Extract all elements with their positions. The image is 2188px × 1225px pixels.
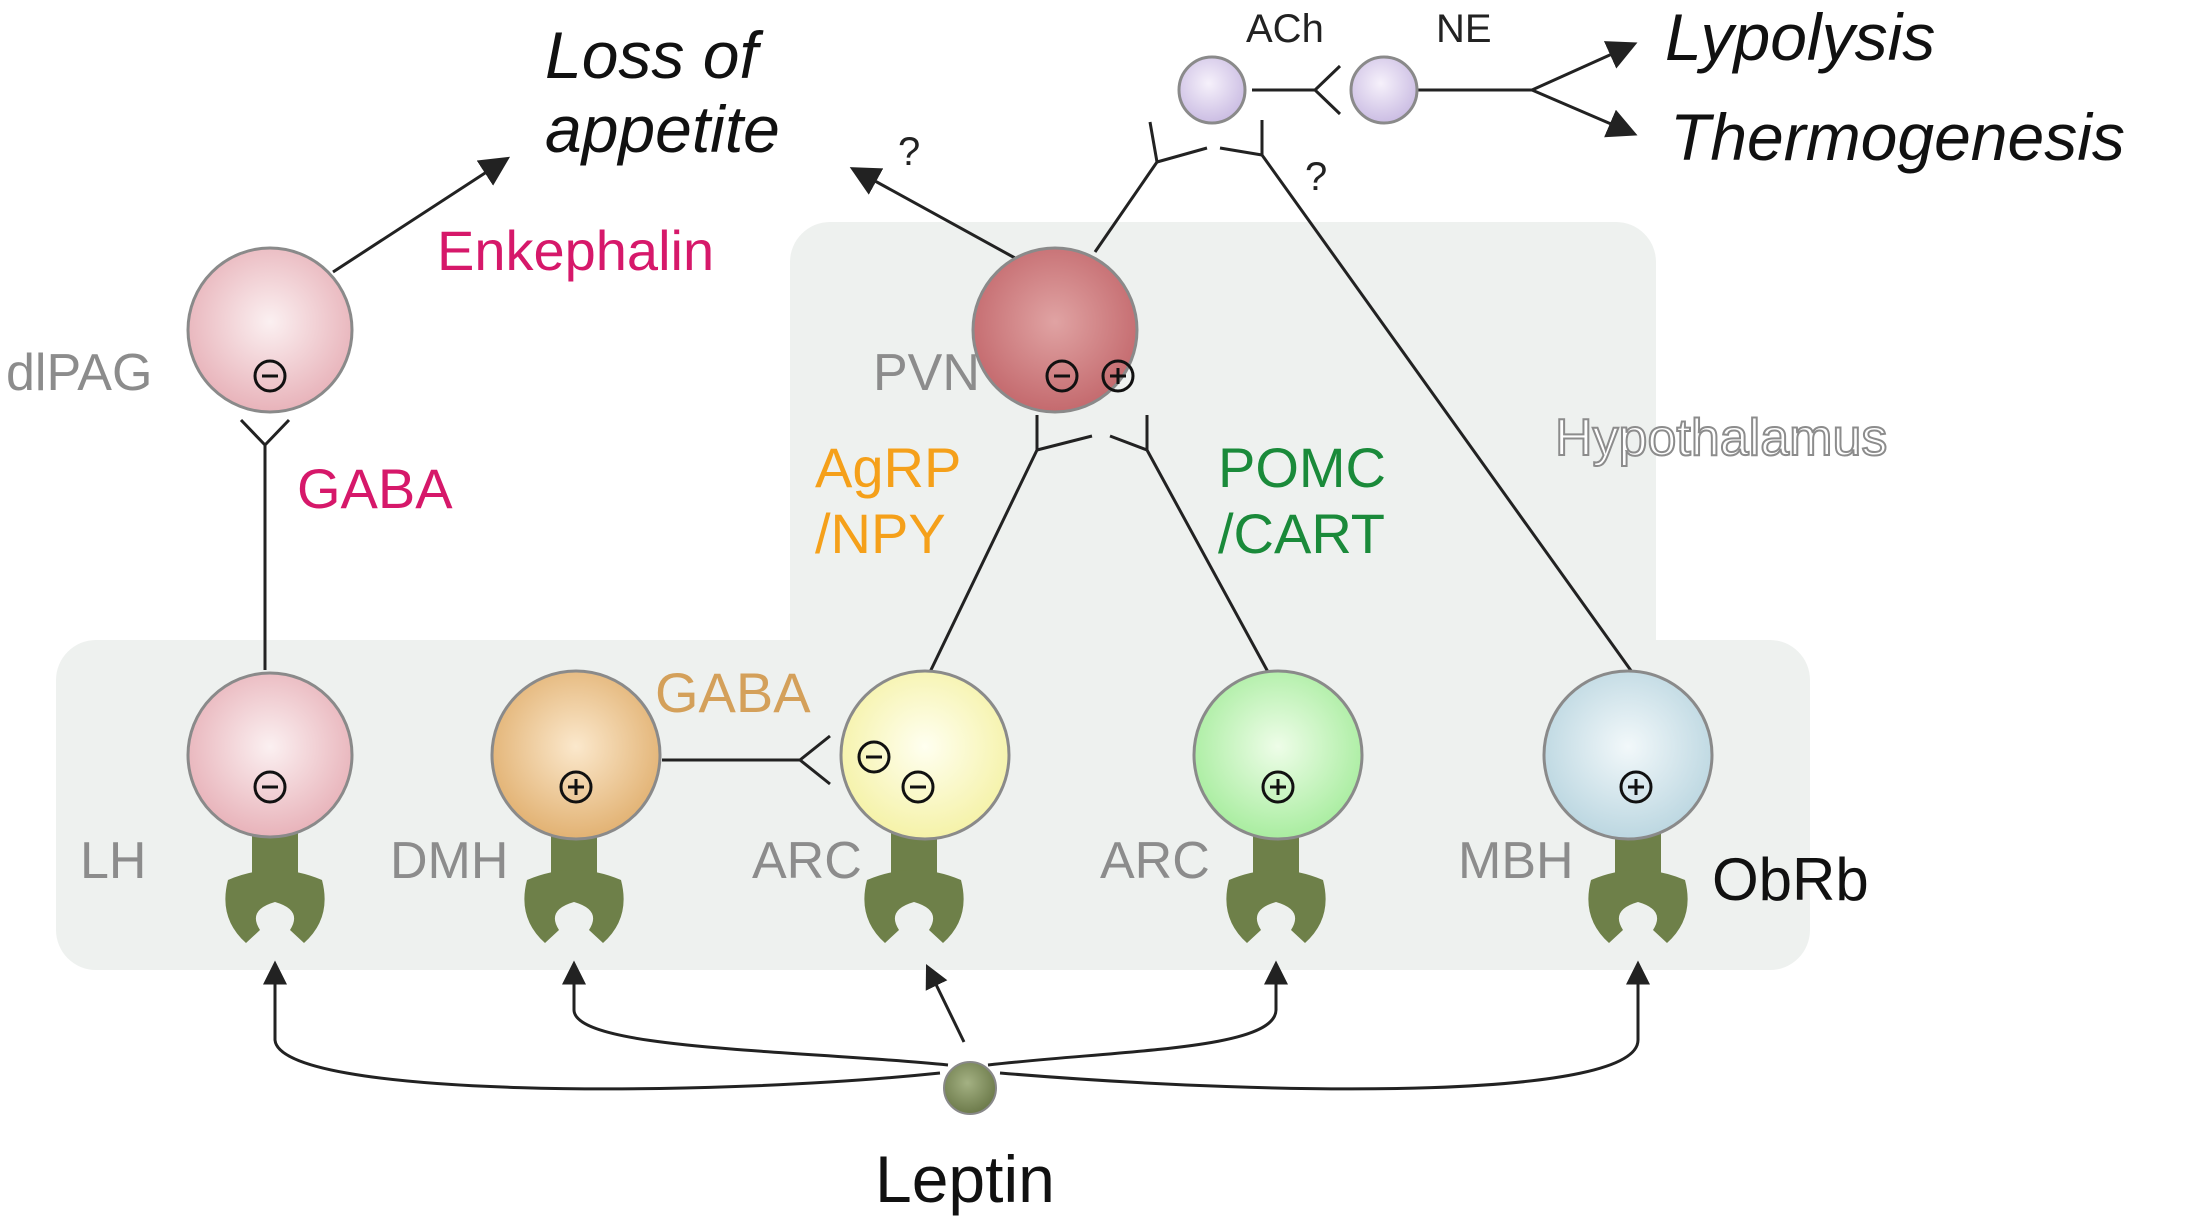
- minus-circle-icon: [253, 770, 287, 804]
- minus-circle-icon: [253, 359, 287, 393]
- region-arc-1: ARC: [752, 832, 862, 890]
- label-leptin: Leptin: [875, 1142, 1055, 1216]
- dlpag-neuron: [186, 246, 354, 414]
- preganglionic-neuron: [1177, 55, 1247, 125]
- plus-circle-icon: [1261, 770, 1295, 804]
- pvn-neuron: [971, 246, 1139, 414]
- label-gaba-top: GABA: [297, 457, 453, 520]
- region-hypothalamus: Hypothalamus: [1555, 409, 1887, 467]
- label-cart: /CART: [1218, 502, 1385, 565]
- label-agrp: AgRP: [815, 436, 961, 499]
- minus-circle-icon: [1045, 359, 1079, 393]
- label-gaba-mid: GABA: [655, 661, 811, 724]
- label-ach: ACh: [1246, 7, 1324, 51]
- obrb-receptor-mbh: [1588, 812, 1688, 943]
- label-npy: /NPY: [815, 502, 946, 565]
- outcome-loss-of-appetite-line1: Loss of: [545, 18, 764, 92]
- outcome-lipolysis: Lypolysis: [1665, 0, 1935, 74]
- outcome-loss-of-appetite-line2: appetite: [545, 92, 780, 166]
- label-enkephalin: Enkephalin: [437, 219, 714, 282]
- leptin-molecule: [943, 1061, 997, 1115]
- minus-circle-icon: [901, 770, 935, 804]
- plus-circle-icon: [1101, 359, 1135, 393]
- arc-pomc-neuron: [1192, 669, 1364, 841]
- plus-circle-icon: [1619, 770, 1653, 804]
- label-pomc: POMC: [1218, 436, 1386, 499]
- region-dmh: DMH: [390, 832, 508, 890]
- region-dlpag: dlPAG: [6, 344, 152, 402]
- outcome-thermogenesis: Thermogenesis: [1670, 100, 2125, 174]
- region-mbh: MBH: [1458, 832, 1574, 890]
- sign-marks: [253, 359, 1653, 804]
- plus-circle-icon: [559, 770, 593, 804]
- label-ne: NE: [1436, 7, 1492, 51]
- neurons: [186, 55, 1714, 841]
- region-lh: LH: [80, 832, 146, 890]
- arc-agrp-neuron: [839, 669, 1011, 841]
- mbh-neuron: [1542, 669, 1714, 841]
- label-question-1: ?: [898, 130, 920, 174]
- dmh-neuron: [490, 669, 662, 841]
- label-question-2: ?: [1305, 155, 1327, 199]
- label-obrb: ObRb: [1712, 846, 1869, 913]
- minus-circle-icon: [857, 740, 891, 774]
- connection-lines: [239, 41, 1650, 1091]
- postganglionic-neuron: [1349, 55, 1419, 125]
- lh-neuron: [186, 671, 354, 839]
- region-pvn: PVN: [873, 344, 980, 402]
- region-arc-2: ARC: [1100, 832, 1210, 890]
